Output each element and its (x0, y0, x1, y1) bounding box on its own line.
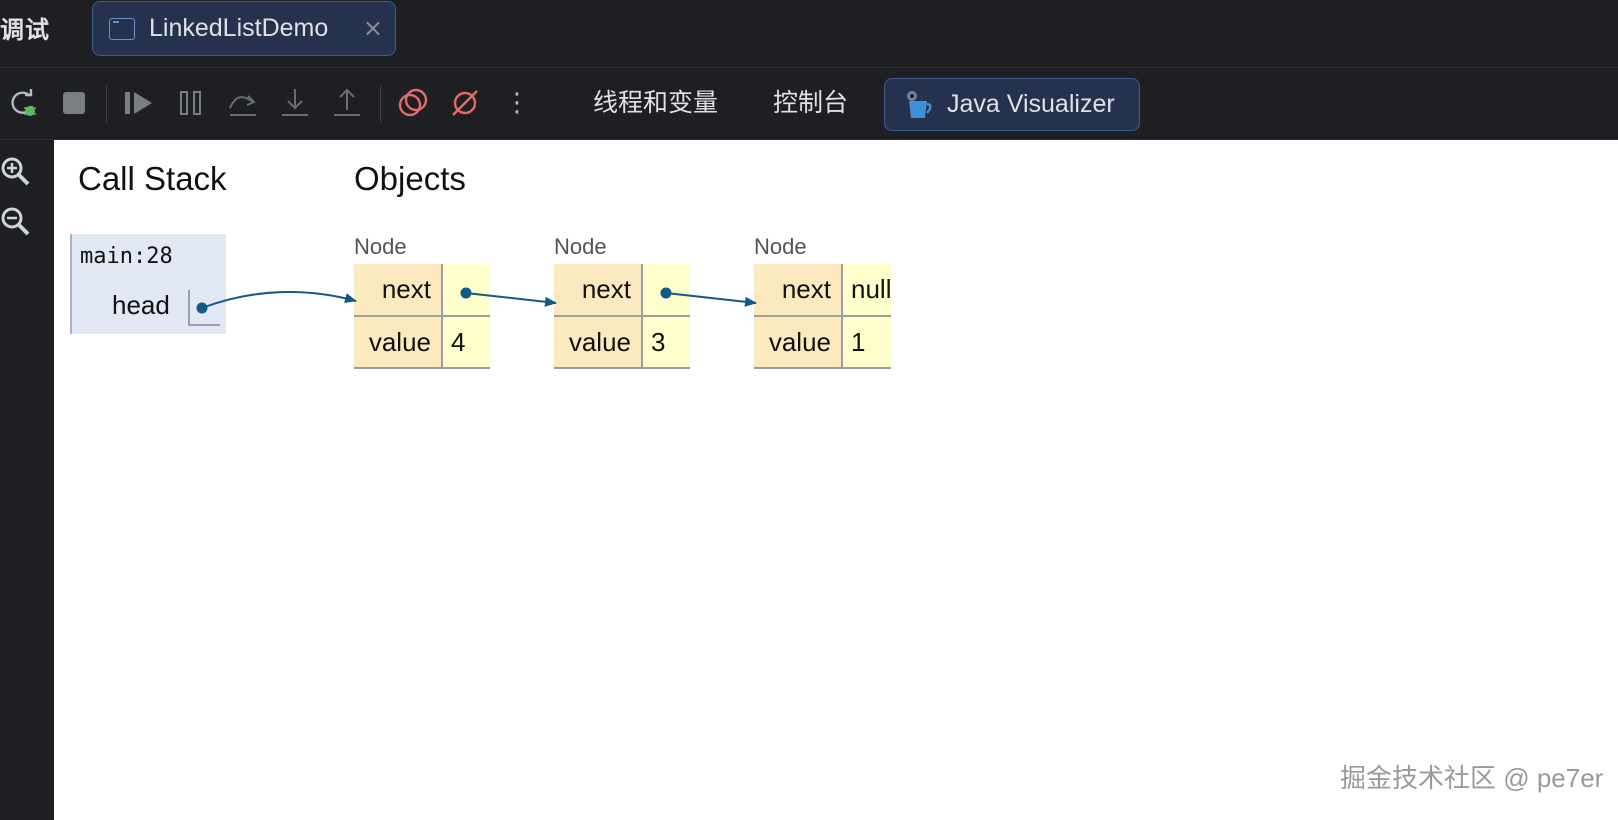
top-tab-bar: 调试 LinkedListDemo × (0, 0, 1618, 68)
call-stack-title: Call Stack (78, 160, 227, 197)
stop-icon (63, 92, 85, 114)
field-value (642, 264, 690, 317)
java-coffee-cup-icon (907, 90, 932, 118)
field-value (442, 264, 490, 317)
stop-button[interactable] (57, 86, 91, 120)
object-type-label: Node (754, 234, 807, 259)
tab-java-visualizer[interactable]: Java Visualizer (884, 78, 1140, 131)
pause-icon (180, 91, 201, 115)
watermark: 掘金技术社区 @ pe7er (1340, 763, 1604, 793)
toolbar-separator (106, 85, 107, 123)
objects-title: Objects (354, 160, 466, 197)
resume-icon (125, 92, 152, 114)
frame-variable-name: head (112, 290, 170, 320)
debug-tool-title: 调试 (0, 16, 50, 44)
zoom-in-icon (1, 157, 30, 186)
step-over-button[interactable] (226, 86, 260, 120)
frame-variable-slot (188, 290, 220, 326)
step-out-button[interactable] (330, 86, 364, 120)
visualizer-canvas: Call Stack Objects main:28 head Node nex… (54, 140, 1618, 820)
field-name: next (354, 264, 443, 317)
rerun-debug-button[interactable] (6, 86, 40, 120)
field-name: value (554, 316, 643, 369)
step-into-button[interactable] (278, 86, 312, 120)
java-visualizer-label: Java Visualizer (947, 90, 1115, 118)
field-value: 3 (642, 316, 690, 369)
frame-name: main:28 (80, 244, 173, 269)
step-into-icon (282, 89, 308, 116)
resume-button[interactable] (122, 86, 156, 120)
step-over-icon (229, 95, 256, 116)
view-breakpoints-icon (398, 88, 428, 117)
field-name: next (554, 264, 643, 317)
zoom-controls (0, 140, 54, 820)
step-out-icon (334, 88, 360, 116)
toolbar-separator (380, 85, 381, 123)
field-name: next (754, 264, 843, 317)
zoom-out-icon (1, 207, 30, 236)
tab-console[interactable]: 控制台 (773, 88, 849, 117)
view-breakpoints-button[interactable] (396, 86, 430, 120)
field-value: 1 (842, 316, 892, 369)
rerun-debug-icon (11, 89, 36, 116)
zoom-in-button[interactable] (0, 156, 32, 188)
mute-breakpoints-button[interactable] (448, 86, 482, 120)
object-type-label: Node (354, 234, 407, 259)
field-name: value (354, 316, 443, 369)
object-type-label: Node (554, 234, 607, 259)
field-value: 4 (442, 316, 490, 369)
debug-toolbar: ⋮ 线程和变量 控制台 Java Visualizer (0, 69, 1618, 140)
pause-button[interactable] (174, 86, 208, 120)
run-config-tab[interactable]: LinkedListDemo × (92, 1, 396, 56)
more-icon: ⋮ (504, 88, 530, 118)
more-options-button[interactable]: ⋮ (500, 86, 534, 120)
run-config-tab-label: LinkedListDemo (149, 14, 329, 42)
mute-breakpoints-icon (452, 90, 478, 116)
console-window-icon (109, 17, 135, 40)
stack-frame: main:28 head (70, 234, 226, 334)
tab-threads-variables[interactable]: 线程和变量 (593, 88, 719, 117)
field-value: null (842, 264, 892, 317)
zoom-out-button[interactable] (0, 206, 32, 238)
field-name: value (754, 316, 843, 369)
close-tab-icon[interactable]: × (362, 14, 383, 42)
